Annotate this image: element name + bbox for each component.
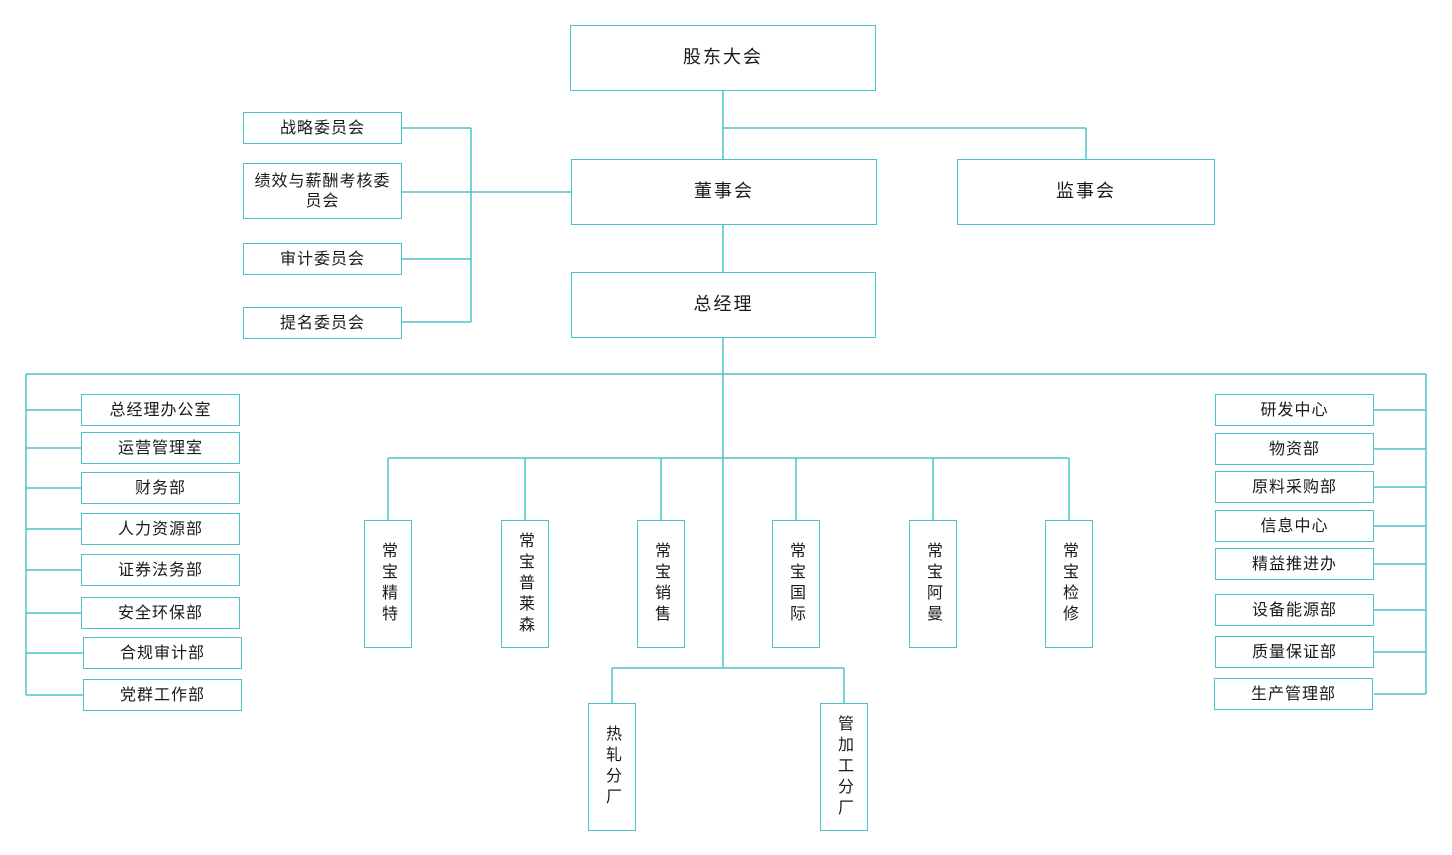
general-manager-node: 总经理: [571, 272, 876, 338]
right-department-node: 设备能源部: [1215, 594, 1374, 626]
right-department-node: 质量保证部: [1215, 636, 1374, 668]
subsidiary-node: 常宝销售: [637, 520, 685, 648]
node-label: 运营管理室: [117, 438, 203, 457]
node-label: 董事会: [694, 181, 754, 202]
subsidiary-node: 常宝精特: [364, 520, 412, 648]
node-label: 财务部: [134, 478, 186, 497]
node-label: 常宝检修: [1060, 542, 1079, 626]
node-label: 战略委员会: [279, 118, 365, 137]
node-label: 安全环保部: [117, 603, 203, 622]
right-department-node: 研发中心: [1215, 394, 1374, 426]
node-label: 生产管理部: [1250, 684, 1336, 703]
right-department-node: 生产管理部: [1214, 678, 1373, 710]
node-label: 信息中心: [1260, 516, 1329, 535]
left-department-node: 运营管理室: [81, 432, 240, 464]
node-label: 常宝阿曼: [924, 542, 943, 626]
committee-node: 战略委员会: [243, 112, 402, 144]
left-department-node: 人力资源部: [81, 513, 240, 545]
node-label: 常宝精特: [379, 542, 398, 626]
committee-node: 审计委员会: [243, 243, 402, 275]
right-department-node: 物资部: [1215, 433, 1374, 465]
left-department-node: 证券法务部: [81, 554, 240, 586]
right-department-node: 信息中心: [1215, 510, 1374, 542]
left-department-node: 合规审计部: [83, 637, 242, 669]
node-label: 总经理办公室: [109, 400, 212, 419]
right-department-node: 精益推进办: [1215, 548, 1374, 580]
subsidiary-node: 常宝检修: [1045, 520, 1093, 648]
node-label: 质量保证部: [1251, 642, 1337, 661]
node-label: 精益推进办: [1251, 554, 1337, 573]
left-department-node: 总经理办公室: [81, 394, 240, 426]
subsidiary-node: 常宝普莱森: [501, 520, 549, 648]
node-label: 绩效与薪酬考核委员会: [254, 171, 391, 210]
node-label: 党群工作部: [119, 685, 205, 704]
node-label: 常宝普莱森: [516, 531, 535, 637]
left-department-node: 安全环保部: [81, 597, 240, 629]
node-label: 合规审计部: [119, 643, 205, 662]
branch-node: 热轧分厂: [588, 703, 636, 831]
node-label: 提名委员会: [279, 313, 365, 332]
subsidiary-node: 常宝阿曼: [909, 520, 957, 648]
subsidiary-node: 常宝国际: [772, 520, 820, 648]
shareholders-meeting-node: 股东大会: [570, 25, 876, 91]
node-label: 物资部: [1268, 439, 1320, 458]
committee-node: 绩效与薪酬考核委员会: [243, 163, 402, 219]
supervisors-node: 监事会: [957, 159, 1215, 225]
node-label: 股东大会: [683, 47, 763, 68]
committee-node: 提名委员会: [243, 307, 402, 339]
node-label: 研发中心: [1260, 400, 1329, 419]
node-label: 热轧分厂: [603, 725, 622, 809]
left-department-node: 党群工作部: [83, 679, 242, 711]
node-label: 总经理: [693, 294, 754, 315]
node-label: 设备能源部: [1251, 600, 1337, 619]
right-department-node: 原料采购部: [1215, 471, 1374, 503]
node-label: 人力资源部: [117, 519, 203, 538]
node-label: 审计委员会: [279, 249, 365, 268]
node-label: 监事会: [1056, 181, 1116, 202]
node-label: 原料采购部: [1251, 477, 1337, 496]
left-department-node: 财务部: [81, 472, 240, 504]
node-label: 常宝国际: [787, 542, 806, 626]
node-label: 常宝销售: [652, 542, 671, 626]
node-label: 管加工分厂: [835, 714, 854, 820]
node-label: 证券法务部: [117, 560, 203, 579]
board-node: 董事会: [571, 159, 877, 225]
branch-node: 管加工分厂: [820, 703, 868, 831]
